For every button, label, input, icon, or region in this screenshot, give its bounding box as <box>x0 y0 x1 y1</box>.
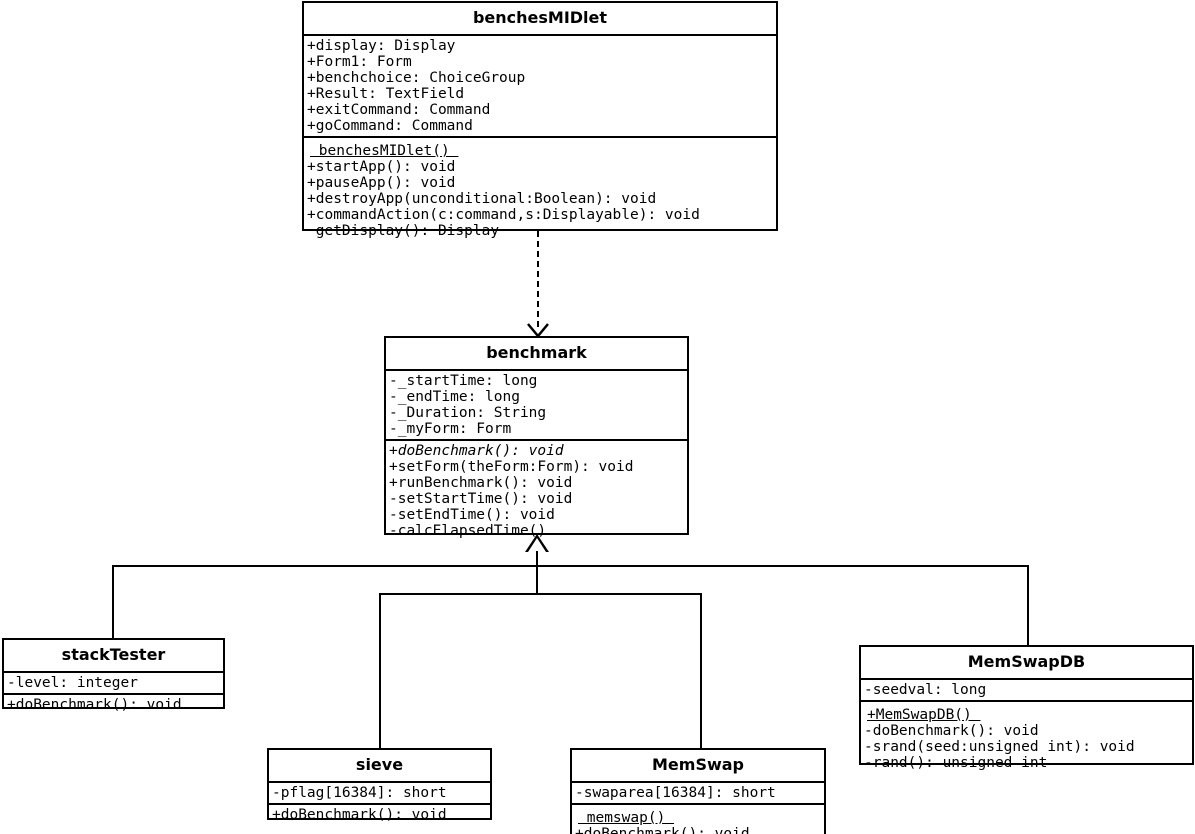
method-row: -setStartTime(): void <box>389 491 573 507</box>
attribute-row: -_endTime: long <box>389 389 520 405</box>
method-row: +doBenchmark(): void <box>575 826 750 834</box>
generalization-bus-upper <box>112 565 1029 567</box>
methods-compartment-sieve: +doBenchmark(): void <box>269 805 490 825</box>
attribute-row: -seedval: long <box>864 682 987 698</box>
attribute-row: -_startTime: long <box>389 373 538 389</box>
generalization-triangle-inner <box>528 538 546 552</box>
method-row: -calcElapsedTime() <box>389 523 547 539</box>
class-box-benchesMIDlet[interactable]: benchesMIDlet +display: Display +Form1: … <box>302 1 778 239</box>
attribute-row: +display: Display <box>307 38 456 54</box>
attributes-compartment-stackTester: -level: integer <box>4 673 223 695</box>
attribute-row: +benchchoice: ChoiceGroup <box>307 70 526 86</box>
generalization-branch-stackTester <box>112 565 114 638</box>
generalization-branch-MemSwap <box>700 593 702 748</box>
class-name-sieve: sieve <box>269 750 490 783</box>
class-box-MemSwap[interactable]: MemSwap -swaparea[16384]: short memswap(… <box>570 748 826 834</box>
method-row: -setEndTime(): void <box>389 507 555 523</box>
attribute-row: -level: integer <box>7 675 138 691</box>
attribute-row: +goCommand: Command <box>307 118 473 134</box>
class-name-MemSwap: MemSwap <box>572 750 824 783</box>
generalization-trunk <box>536 551 538 595</box>
class-box-benchmark[interactable]: benchmark -_startTime: long -_endTime: l… <box>384 336 689 539</box>
attributes-compartment-benchesMIDlet: +display: Display +Form1: Form +benchcho… <box>304 36 776 138</box>
methods-compartment-benchesMIDlet: benchesMIDlet() +startApp(): void +pause… <box>304 138 776 241</box>
method-row: +setForm(theForm:Form): void <box>389 459 634 475</box>
attributes-compartment-MemSwap: -swaparea[16384]: short <box>572 783 824 805</box>
method-row-static: +MemSwapDB() <box>861 704 1192 723</box>
methods-compartment-benchmark: +doBenchmark(): void +setForm(theForm:Fo… <box>386 441 687 541</box>
class-box-sieve[interactable]: sieve -pflag[16384]: short +doBenchmark(… <box>267 748 492 823</box>
methods-compartment-MemSwap: memswap() +doBenchmark(): void <box>572 805 824 834</box>
method-row: getDisplay(): Display <box>307 223 500 239</box>
generalization-bus-lower <box>379 593 702 595</box>
attribute-row: -_myForm: Form <box>389 421 512 437</box>
attributes-compartment-MemSwapDB: -seedval: long <box>861 680 1192 702</box>
method-row: +runBenchmark(): void <box>389 475 573 491</box>
attribute-row: -swaparea[16384]: short <box>575 785 776 801</box>
attribute-row: +Result: TextField <box>307 86 465 102</box>
class-name-benchesMIDlet: benchesMIDlet <box>304 3 776 36</box>
method-row-abstract: +doBenchmark(): void <box>389 443 564 459</box>
generalization-branch-sieve <box>379 593 381 748</box>
method-row-static: benchesMIDlet() <box>304 140 776 159</box>
class-name-stackTester: stackTester <box>4 640 223 673</box>
method-row: +startApp(): void <box>307 159 456 175</box>
method-row: +destroyApp(unconditional:Boolean): void <box>307 191 657 207</box>
class-name-MemSwapDB: MemSwapDB <box>861 647 1192 680</box>
method-row: -doBenchmark(): void <box>864 723 1039 739</box>
method-row-static: memswap() <box>572 807 824 826</box>
class-name-benchmark: benchmark <box>386 338 687 371</box>
method-row: +doBenchmark(): void <box>272 807 447 823</box>
generalization-branch-MemSwapDB <box>1027 565 1029 645</box>
dependency-edge-benchesMIDlet-benchmark <box>537 231 539 327</box>
methods-compartment-MemSwapDB: +MemSwapDB() -doBenchmark(): void -srand… <box>861 702 1192 773</box>
method-row: -srand(seed:unsigned int): void <box>864 739 1135 755</box>
attribute-row: +Form1: Form <box>307 54 412 70</box>
attributes-compartment-benchmark: -_startTime: long -_endTime: long -_Dura… <box>386 371 687 441</box>
attributes-compartment-sieve: -pflag[16384]: short <box>269 783 490 805</box>
attribute-row: -_Duration: String <box>389 405 547 421</box>
methods-compartment-stackTester: +doBenchmark(): void <box>4 695 223 715</box>
constructor-memswap: memswap() <box>578 810 675 826</box>
class-box-MemSwapDB[interactable]: MemSwapDB -seedval: long +MemSwapDB() -d… <box>859 645 1194 771</box>
attribute-row: -pflag[16384]: short <box>272 785 447 801</box>
method-row: +pauseApp(): void <box>307 175 456 191</box>
constructor-MemSwapDB: +MemSwapDB() <box>867 707 981 723</box>
method-row: +commandAction(c:command,s:Displayable):… <box>307 207 700 223</box>
class-box-stackTester[interactable]: stackTester -level: integer +doBenchmark… <box>2 638 225 713</box>
method-row: -rand(): unsigned int <box>864 755 1048 771</box>
constructor-benchesMIDlet: benchesMIDlet() <box>310 143 459 159</box>
attribute-row: +exitCommand: Command <box>307 102 491 118</box>
method-row: +doBenchmark(): void <box>7 697 182 713</box>
